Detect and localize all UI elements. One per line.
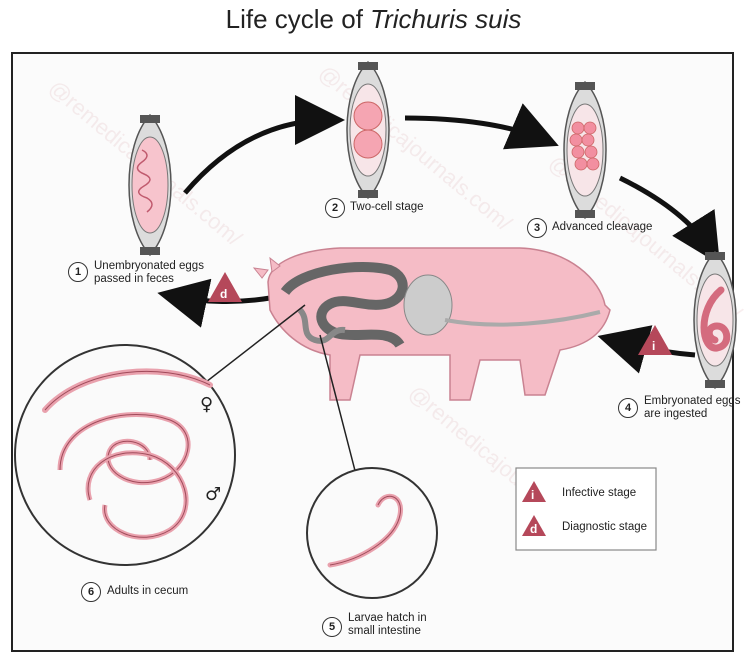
stage-3-label: Advanced cleavage [552,221,652,234]
adults-in-cecum-inset: ♀ ♂ [15,345,235,565]
egg-two-cell [347,62,389,198]
stage-4-label: Embryonated eggs are ingested [644,395,741,421]
stage-6-number: 6 [81,582,101,602]
female-symbol: ♀ [200,394,213,415]
stage-2-number: 2 [325,198,345,218]
stage-4-number: 4 [618,398,638,418]
legend-diagnostic-letter: d [530,522,537,536]
egg-advanced-cleavage [564,82,606,218]
stage-4-label-line1: Embryonated eggs [644,395,741,408]
legend-diagnostic-label: Diagnostic stage [562,521,647,534]
egg-unembryonated [129,115,171,255]
infective-marker: i [638,325,672,355]
stage-6-label: Adults in cecum [107,585,188,598]
stage-5-label-line2: small intestine [348,625,427,638]
legend-infective-letter: i [531,488,534,502]
stage-5-label: Larvae hatch in small intestine [348,612,427,638]
arrow-3-to-4 [620,178,712,252]
stage-2-label: Two-cell stage [350,201,424,214]
male-symbol: ♂ [205,484,221,505]
infective-marker-letter: i [652,339,655,353]
stage-1-label-line1: Unembryonated eggs [94,260,204,273]
arrow-2-to-3 [405,118,545,140]
egg-embryonated [694,252,736,388]
stage-1-label-line2: passed in feces [94,273,204,286]
arrow-1-to-2 [185,120,330,193]
stage-5-number: 5 [322,617,342,637]
stage-3-number: 3 [527,218,547,238]
diagnostic-marker-letter: d [220,287,227,301]
legend-infective-label: Infective stage [562,487,636,500]
pig-host [254,248,610,400]
larvae-inset [307,468,437,598]
diagnostic-marker: d [208,272,242,302]
stage-5-label-line1: Larvae hatch in [348,612,427,625]
stage-4-label-line2: are ingested [644,408,741,421]
stage-1-number: 1 [68,262,88,282]
legend-box: i d [516,468,656,550]
stage-1-label: Unembryonated eggs passed in feces [94,260,204,286]
